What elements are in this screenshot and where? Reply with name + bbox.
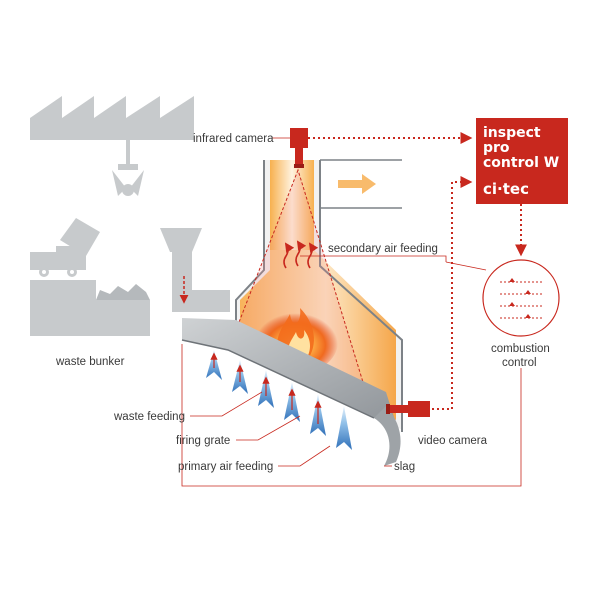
air-arrows [210,352,322,424]
leader-lines [181,137,522,487]
waste-bunker-shape [30,280,150,336]
signal-lines [308,132,527,410]
label-video-camera: video camera [418,435,488,447]
slag-chute [374,406,401,466]
crane-grab-icon [112,140,144,196]
label-waste-feeding: waste feeding [113,411,185,423]
infrared-camera-icon [290,128,308,168]
brand-line-4: ci·tec [483,180,529,198]
feed-hopper [160,228,230,312]
combustion-control-icon [482,259,560,337]
brand-line-3: control W [483,155,559,171]
brand-line-2: pro [483,140,510,156]
label-infrared-camera: infrared camera [193,133,274,145]
garbage-truck-icon [30,218,100,277]
factory-roof-icon [30,96,194,140]
video-camera-icon [386,401,430,417]
label-waste-bunker: waste bunker [55,356,125,368]
label-control: control [502,357,537,369]
firing-grate [181,318,398,430]
label-combustion: combustion [491,343,550,355]
label-slag: slag [394,461,415,473]
label-secondary-air-feeding: secondary air feeding [328,243,438,255]
brand-line-1: inspect [483,125,541,141]
label-primary-air-feeding: primary air feeding [178,461,273,473]
inspect-pro-control-box: inspect pro control W ci·tec [476,118,568,204]
label-firing-grate: firing grate [176,435,230,447]
flue-gas-arrow-icon [338,174,376,194]
